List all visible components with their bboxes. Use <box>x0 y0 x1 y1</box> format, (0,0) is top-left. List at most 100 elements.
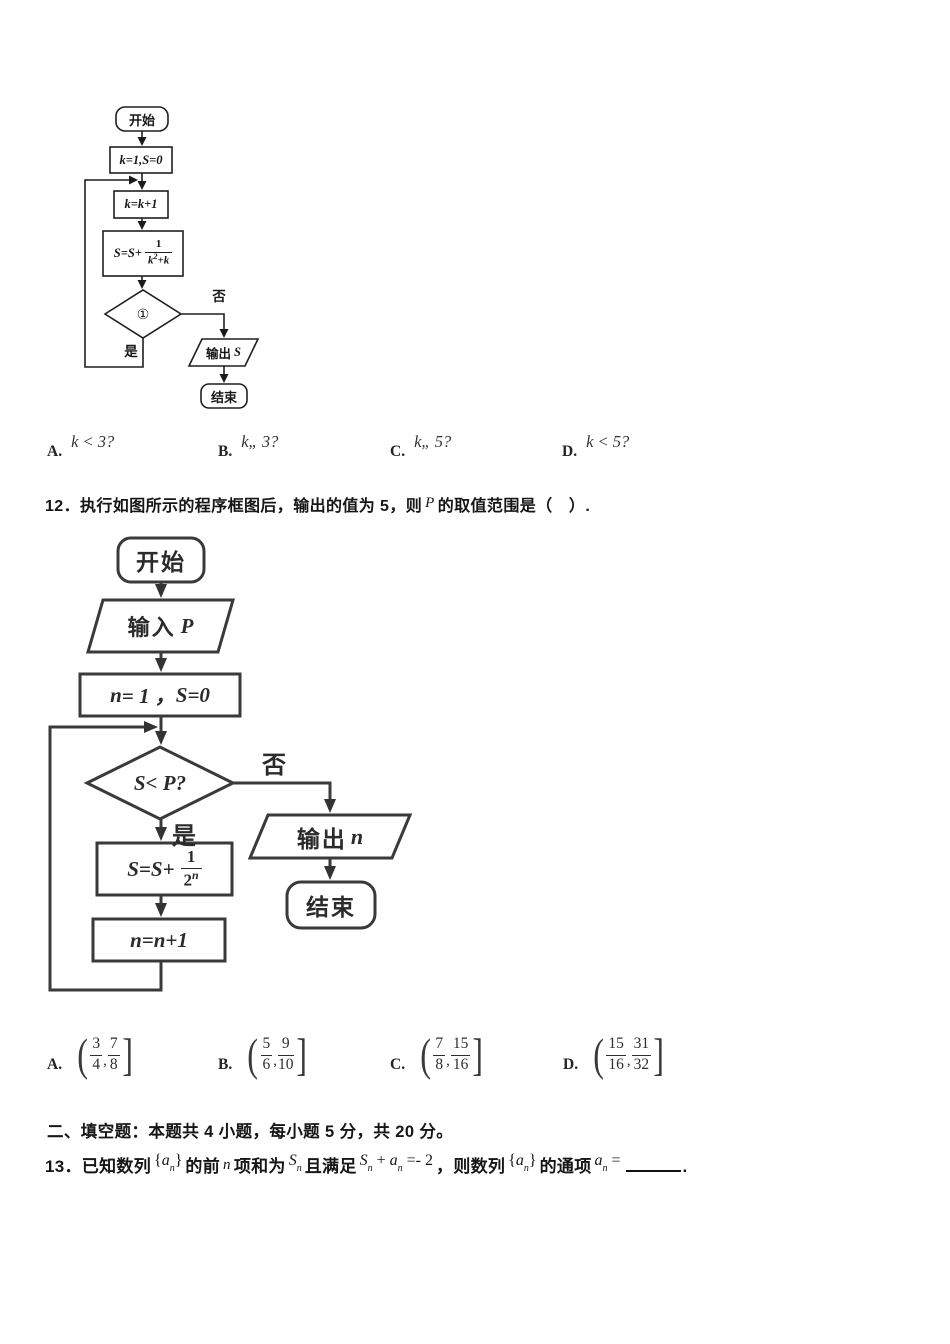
start-node-label: 开始 <box>128 112 155 128</box>
end-terminator-shape <box>285 880 377 930</box>
option-label: D. <box>563 1056 579 1073</box>
sum-denominator: 2n <box>183 867 199 890</box>
right-bracket: ] <box>653 1029 665 1080</box>
sum-process-shape <box>95 841 234 897</box>
answer-blank <box>625 1158 681 1172</box>
decision-node-label: ① <box>136 305 150 322</box>
comma: , <box>273 1053 278 1069</box>
right-bracket: ] <box>472 1029 484 1080</box>
decision-node-label: S< P? <box>133 770 187 795</box>
option-label: D. <box>562 443 578 460</box>
option-label: A. <box>47 1056 63 1073</box>
q12-stem-post: 的取值范围是（ ）. <box>437 498 591 515</box>
sum-denominator: k2+k <box>147 252 170 267</box>
end-node-label: 结束 <box>306 894 356 920</box>
n-variable: n <box>223 1157 231 1173</box>
flowchart-q11: 开始 k=1,S=0 k=k+1 S=S+ 1 k2+k ① 否 是 输出 S … <box>40 100 300 420</box>
end-node-label: 结束 <box>210 389 237 405</box>
q11-option-c: C. k„ 5? <box>390 432 452 460</box>
increment-node-label: n=n+1 <box>130 927 188 952</box>
yes-branch-label: 是 <box>172 822 196 850</box>
flowchart-q12-canvas <box>48 536 413 992</box>
left-paren: ( <box>77 1029 89 1080</box>
option-label: C. <box>390 443 406 460</box>
q13-mid4: 则数列 <box>453 1157 506 1176</box>
loop-connector <box>84 175 144 368</box>
sum-fraction: 1 k2+k <box>144 238 173 267</box>
q13-mid3: 且满足 <box>304 1157 357 1176</box>
option-label: B. <box>218 1056 233 1073</box>
q11-option-d: D. k < 5? <box>562 432 630 460</box>
loop-connector <box>48 721 163 992</box>
q13-period: . <box>682 1157 688 1176</box>
q11-option-b: B. k„ 3? <box>218 432 279 460</box>
start-node-label: 开始 <box>136 549 186 575</box>
no-branch-connector <box>233 781 336 813</box>
option-formula: k < 3? <box>71 432 115 451</box>
comma: , <box>626 1053 631 1069</box>
sum-node-label: S=S+ 1 2n <box>97 843 232 895</box>
increment-process-shape <box>91 917 227 963</box>
init-node-label: k=1,S=0 <box>119 152 163 167</box>
output-node-label: 输出 n <box>296 823 364 852</box>
an-equals: an = <box>594 1152 621 1175</box>
q12-variable-p: P <box>425 495 435 511</box>
init-node-label: n= 1 ，S=0 <box>110 682 210 709</box>
output-node-label: 输出 S <box>206 345 241 361</box>
input-node-label: 输入 P <box>127 613 194 641</box>
sum-node-label: S=S+ 1 k2+k <box>103 231 183 276</box>
input-parallelogram-shape <box>86 598 235 654</box>
no-branch-label: 否 <box>212 289 226 304</box>
option-formula: k„ 3? <box>241 432 279 451</box>
section2-header: 二、填空题：本题共 4 小题，每小题 5 分，共 20 分。 <box>47 1123 454 1141</box>
sum-process-shape <box>102 230 184 277</box>
right-bracket: ] <box>295 1029 307 1080</box>
sequence-notation-2: {an} <box>508 1152 537 1175</box>
no-branch-label: 否 <box>262 751 286 779</box>
q12-stem-pre: 12．执行如图所示的程序框图后，输出的值为 5，则 <box>45 498 423 515</box>
left-paren: ( <box>420 1029 432 1080</box>
sn-notation: Sn <box>288 1152 302 1175</box>
sum-fraction: 1 2n <box>180 847 202 890</box>
comma: , <box>446 1053 450 1069</box>
no-branch-connector <box>181 313 229 338</box>
option-label: B. <box>218 443 233 460</box>
option-formula: k„ 5? <box>414 432 452 451</box>
increment-process-shape <box>113 190 169 219</box>
condition-formula: Sn + an =- 2 <box>359 1152 434 1175</box>
increment-node-label: k=k+1 <box>124 197 158 211</box>
sequence-notation: {an} <box>154 1152 183 1175</box>
right-bracket: ] <box>121 1029 133 1080</box>
option-formula: k < 5? <box>586 432 630 451</box>
q13-mid5: 的通项 <box>539 1157 592 1176</box>
q13-mid1: 的前 <box>185 1157 220 1176</box>
option-label: C. <box>390 1056 406 1073</box>
output-parallelogram-shape <box>187 338 260 367</box>
comma: , <box>103 1053 107 1069</box>
flowchart-q12: 开始 输入 P n= 1 ，S=0 S< P? 否 是 S=S+ 1 2n n=… <box>40 530 430 998</box>
option-label: A. <box>47 443 63 460</box>
left-paren: ( <box>247 1029 259 1080</box>
flowchart-q11-canvas <box>84 106 260 409</box>
q11-option-a: A. k < 3? <box>47 432 115 460</box>
init-process-shape <box>109 146 173 174</box>
end-terminator-shape <box>200 383 248 409</box>
